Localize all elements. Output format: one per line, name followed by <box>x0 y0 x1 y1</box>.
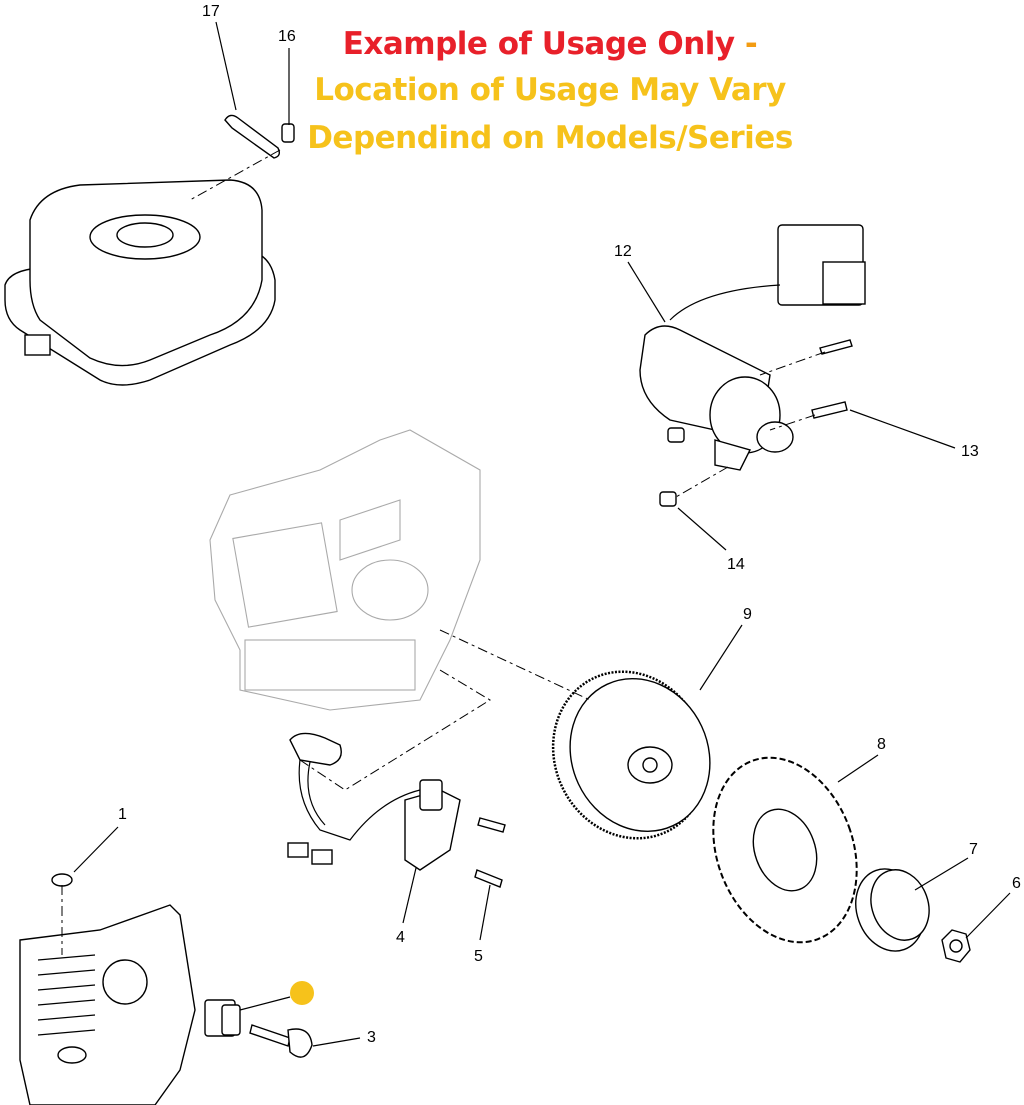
callout-6: 6 <box>1012 875 1021 892</box>
callout-12: 12 <box>614 243 632 260</box>
fuel-tank <box>4 179 276 386</box>
notice-line-1-text: Example of Usage Only <box>342 26 735 62</box>
callout-8: 8 <box>877 736 886 753</box>
control-panel-shroud <box>19 904 196 1105</box>
callout-4: 4 <box>396 929 405 946</box>
callout-7: 7 <box>969 841 978 858</box>
nut-part-6 <box>941 929 971 963</box>
clip-part-1 <box>51 873 73 887</box>
callout-13: 13 <box>961 443 979 460</box>
highlight-marker <box>290 981 314 1005</box>
fan-part-8 <box>712 756 858 944</box>
callout-5: 5 <box>474 948 483 965</box>
flywheel-part-9 <box>551 670 711 840</box>
engine-block <box>209 429 481 711</box>
notice-line-1: Example of Usage Only - <box>250 26 850 62</box>
strap-part-17 <box>224 114 281 159</box>
notice-dash: - <box>734 26 758 62</box>
callout-1: 1 <box>118 806 127 823</box>
callout-14: 14 <box>727 556 745 573</box>
callout-16: 16 <box>278 28 296 45</box>
notice-line-3: Dependind on Models/Series <box>307 120 793 156</box>
callout-9: 9 <box>743 606 752 623</box>
notice-line-2: Location of Usage May Vary <box>314 72 786 108</box>
callout-3: 3 <box>367 1029 376 1046</box>
key-part-3 <box>249 1024 313 1058</box>
starter-cup-part-7 <box>855 868 930 952</box>
screw-part-16 <box>281 123 295 143</box>
starter-motor-part-12 <box>639 224 866 507</box>
ignition-switch <box>204 999 241 1037</box>
callout-17: 17 <box>202 3 220 20</box>
ignition-coil-part-4 <box>287 732 506 888</box>
